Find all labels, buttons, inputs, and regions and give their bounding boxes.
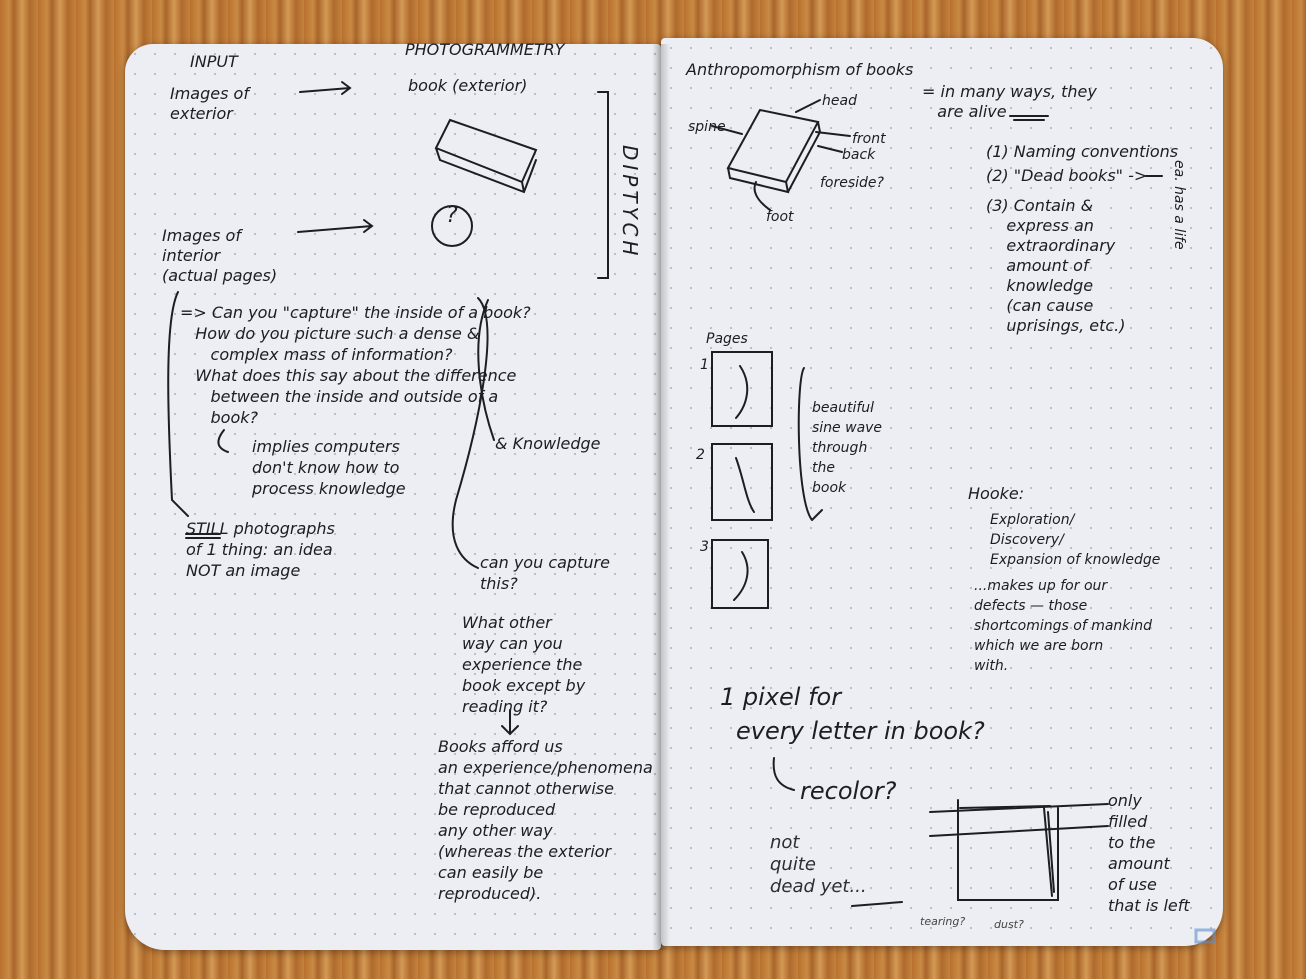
tiny-note-tearing: tearing? — [920, 915, 966, 928]
books-afford-note: Books afford us an experience/phenomena … — [438, 737, 653, 903]
heading-photogrammetry: PHOTOGRAMMETRY — [405, 40, 565, 59]
can-capture-this-note: can you capture this? — [480, 553, 610, 593]
has-a-life-note: ea. has a life — [1171, 160, 1187, 250]
anthropomorphism-title: Anthropomorphism of books — [686, 60, 914, 79]
hooke-body: Exploration/ Discovery/ Expansion of kno… — [990, 512, 1161, 568]
label-foreside: foreside? — [820, 175, 884, 191]
pixel-line-1: 1 pixel for — [720, 683, 842, 711]
page-number-2: 2 — [696, 447, 705, 463]
and-knowledge-note: & Knowledge — [495, 434, 601, 453]
not-quite-dead-note: not quite dead yet... — [770, 832, 867, 897]
label-front: front — [852, 131, 886, 147]
implies-note: implies computers don't know how to proc… — [252, 437, 406, 498]
page-number-3: 3 — [700, 539, 709, 555]
capture-question-note: => Can you "capture" the inside of a boo… — [180, 303, 531, 427]
left-page — [125, 44, 661, 950]
diptych-label: DIPTYCH — [618, 145, 642, 260]
sine-wave-note: beautiful sine wave through the book — [812, 400, 883, 496]
alive-note: = in many ways, they are alive — [922, 82, 1097, 121]
still-photographs-note: STILL photographs of 1 thing: an idea NO… — [186, 519, 335, 580]
label-head: head — [822, 93, 857, 109]
question-mark: ? — [446, 203, 458, 228]
images-interior-note: Images of interior (actual pages) — [162, 226, 278, 285]
images-exterior-note: Images of exterior — [170, 84, 249, 123]
hooke-body-2: ...makes up for our defects — those shor… — [974, 578, 1153, 674]
list-item-dead-books: (2) "Dead books" -> — [986, 166, 1148, 185]
notebook-gutter — [652, 44, 670, 950]
list-item-contain: (3) Contain & express an extraordinary a… — [986, 196, 1126, 335]
hooke-title: Hooke: — [968, 484, 1025, 503]
list-item-naming: (1) Naming conventions — [986, 142, 1179, 161]
only-filled-note: only filled to the amount of use that is… — [1108, 791, 1190, 915]
label-spine: spine — [688, 119, 726, 135]
recolor-note: recolor? — [800, 777, 897, 805]
heading-input: INPUT — [190, 52, 238, 71]
label-back: back — [842, 147, 876, 163]
page-number-1: 1 — [700, 357, 709, 373]
label-foot: foot — [766, 209, 794, 225]
tiny-note-dust: dust? — [994, 918, 1024, 931]
book-exterior-note: book (exterior) — [408, 76, 528, 95]
pages-label: Pages — [706, 331, 748, 347]
pixel-line-2: every letter in book? — [736, 717, 985, 745]
what-other-way-note: What other way can you experience the bo… — [462, 613, 586, 716]
